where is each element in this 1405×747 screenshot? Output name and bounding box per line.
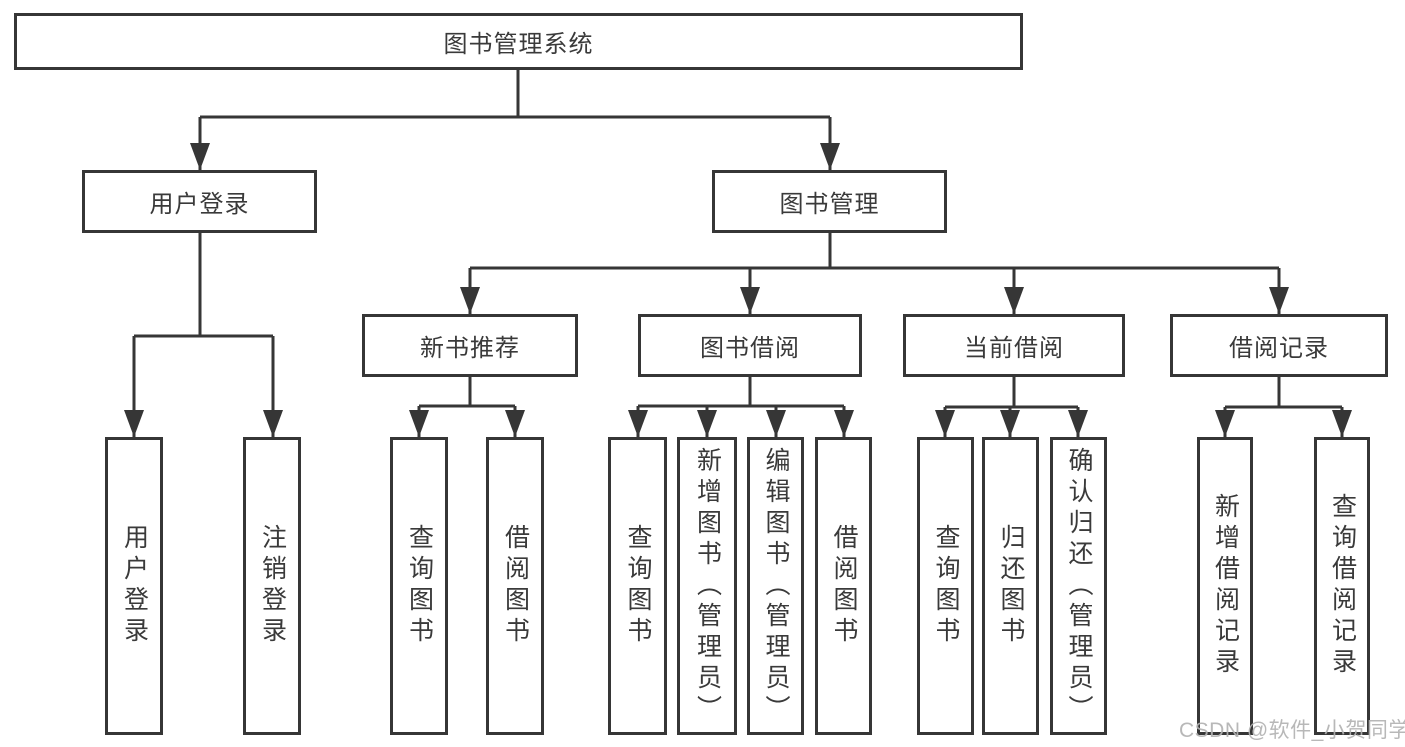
node-new-book-recommend: 新书推荐 [362,314,578,377]
leaf-logout: 注销登录 [243,437,301,735]
node-borrow-record: 借阅记录 [1170,314,1388,377]
leaf-query-borrow-record: 查询借阅记录 [1314,437,1370,735]
leaf-query-books-current: 查询图书 [917,437,974,735]
node-current-borrow: 当前借阅 [903,314,1125,377]
connector-root-to-level2 [198,69,832,170]
connector-new-book-to-leaves [417,377,517,437]
connector-current-borrow-to-leaves [943,377,1080,437]
leaf-return-book: 归还图书 [982,437,1039,735]
connector-book-borrow-to-leaves [636,377,846,437]
connector-user-login-to-leaves [132,233,275,437]
connector-borrow-record-to-leaves [1223,377,1344,437]
leaf-borrow-books-recommend: 借阅图书 [486,437,544,735]
leaf-borrow-books: 借阅图书 [815,437,872,735]
leaf-add-book-admin: 新增图书（管理员） [677,437,737,735]
csdn-watermark: CSDN @软件_小贺同学 [1179,719,1405,742]
leaf-edit-book-admin: 编辑图书（管理员） [747,437,804,735]
connector-book-management-to-level3 [468,233,1281,314]
leaf-query-books-borrow: 查询图书 [608,437,667,735]
node-book-management: 图书管理 [712,170,947,233]
node-user-login: 用户登录 [82,170,317,233]
leaf-add-borrow-record: 新增借阅记录 [1197,437,1253,735]
node-book-borrow: 图书借阅 [638,314,862,377]
node-root-system: 图书管理系统 [14,13,1023,70]
leaf-user-login: 用户登录 [105,437,163,735]
leaf-query-books-recommend: 查询图书 [390,437,448,735]
leaf-confirm-return-admin: 确认归还（管理员） [1050,437,1107,735]
